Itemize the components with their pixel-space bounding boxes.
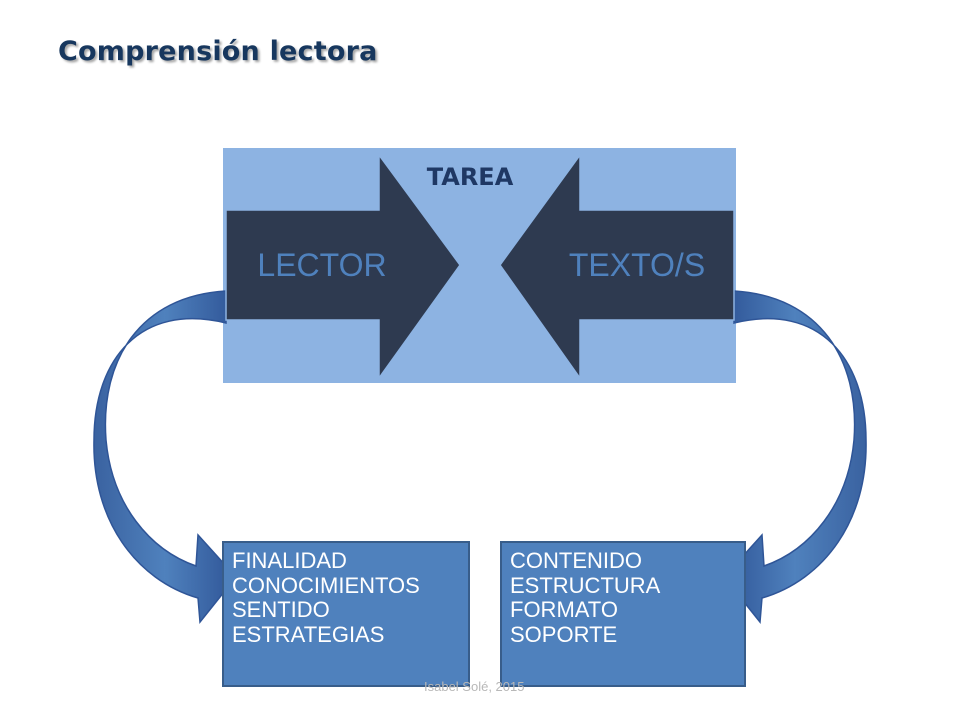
slide-title: Comprensión lectora: [58, 36, 378, 67]
right-curved-arrow: [723, 290, 867, 624]
lector-factor-item: ESTRATEGIAS: [232, 621, 385, 647]
texto-factor-item: CONTENIDO: [510, 548, 642, 573]
lector-factors-box: FINALIDAD CONOCIMIENTOS SENTIDO ESTRATEG…: [222, 541, 470, 687]
lector-label: LECTOR: [257, 247, 386, 283]
tarea-label: TAREA: [427, 163, 514, 191]
lector-factor-item: SENTIDO: [232, 597, 330, 622]
texto-factor-item: SOPORTE: [510, 621, 618, 647]
footer-credit: Isabel Solé, 2015: [424, 679, 525, 694]
left-curved-arrow: [93, 290, 237, 624]
lector-factor-item: CONOCIMIENTOS: [232, 572, 420, 598]
texto-factors-box: CONTENIDO ESTRUCTURA FORMATO SOPORTE: [500, 541, 746, 687]
textos-label: TEXTO/S: [569, 247, 705, 283]
lector-factor-item: FINALIDAD: [232, 548, 347, 573]
texto-factor-item: ESTRUCTURA: [510, 572, 661, 598]
texto-factor-item: FORMATO: [510, 597, 618, 622]
lector-arrow: [225, 152, 461, 381]
textos-arrow: [499, 152, 735, 381]
